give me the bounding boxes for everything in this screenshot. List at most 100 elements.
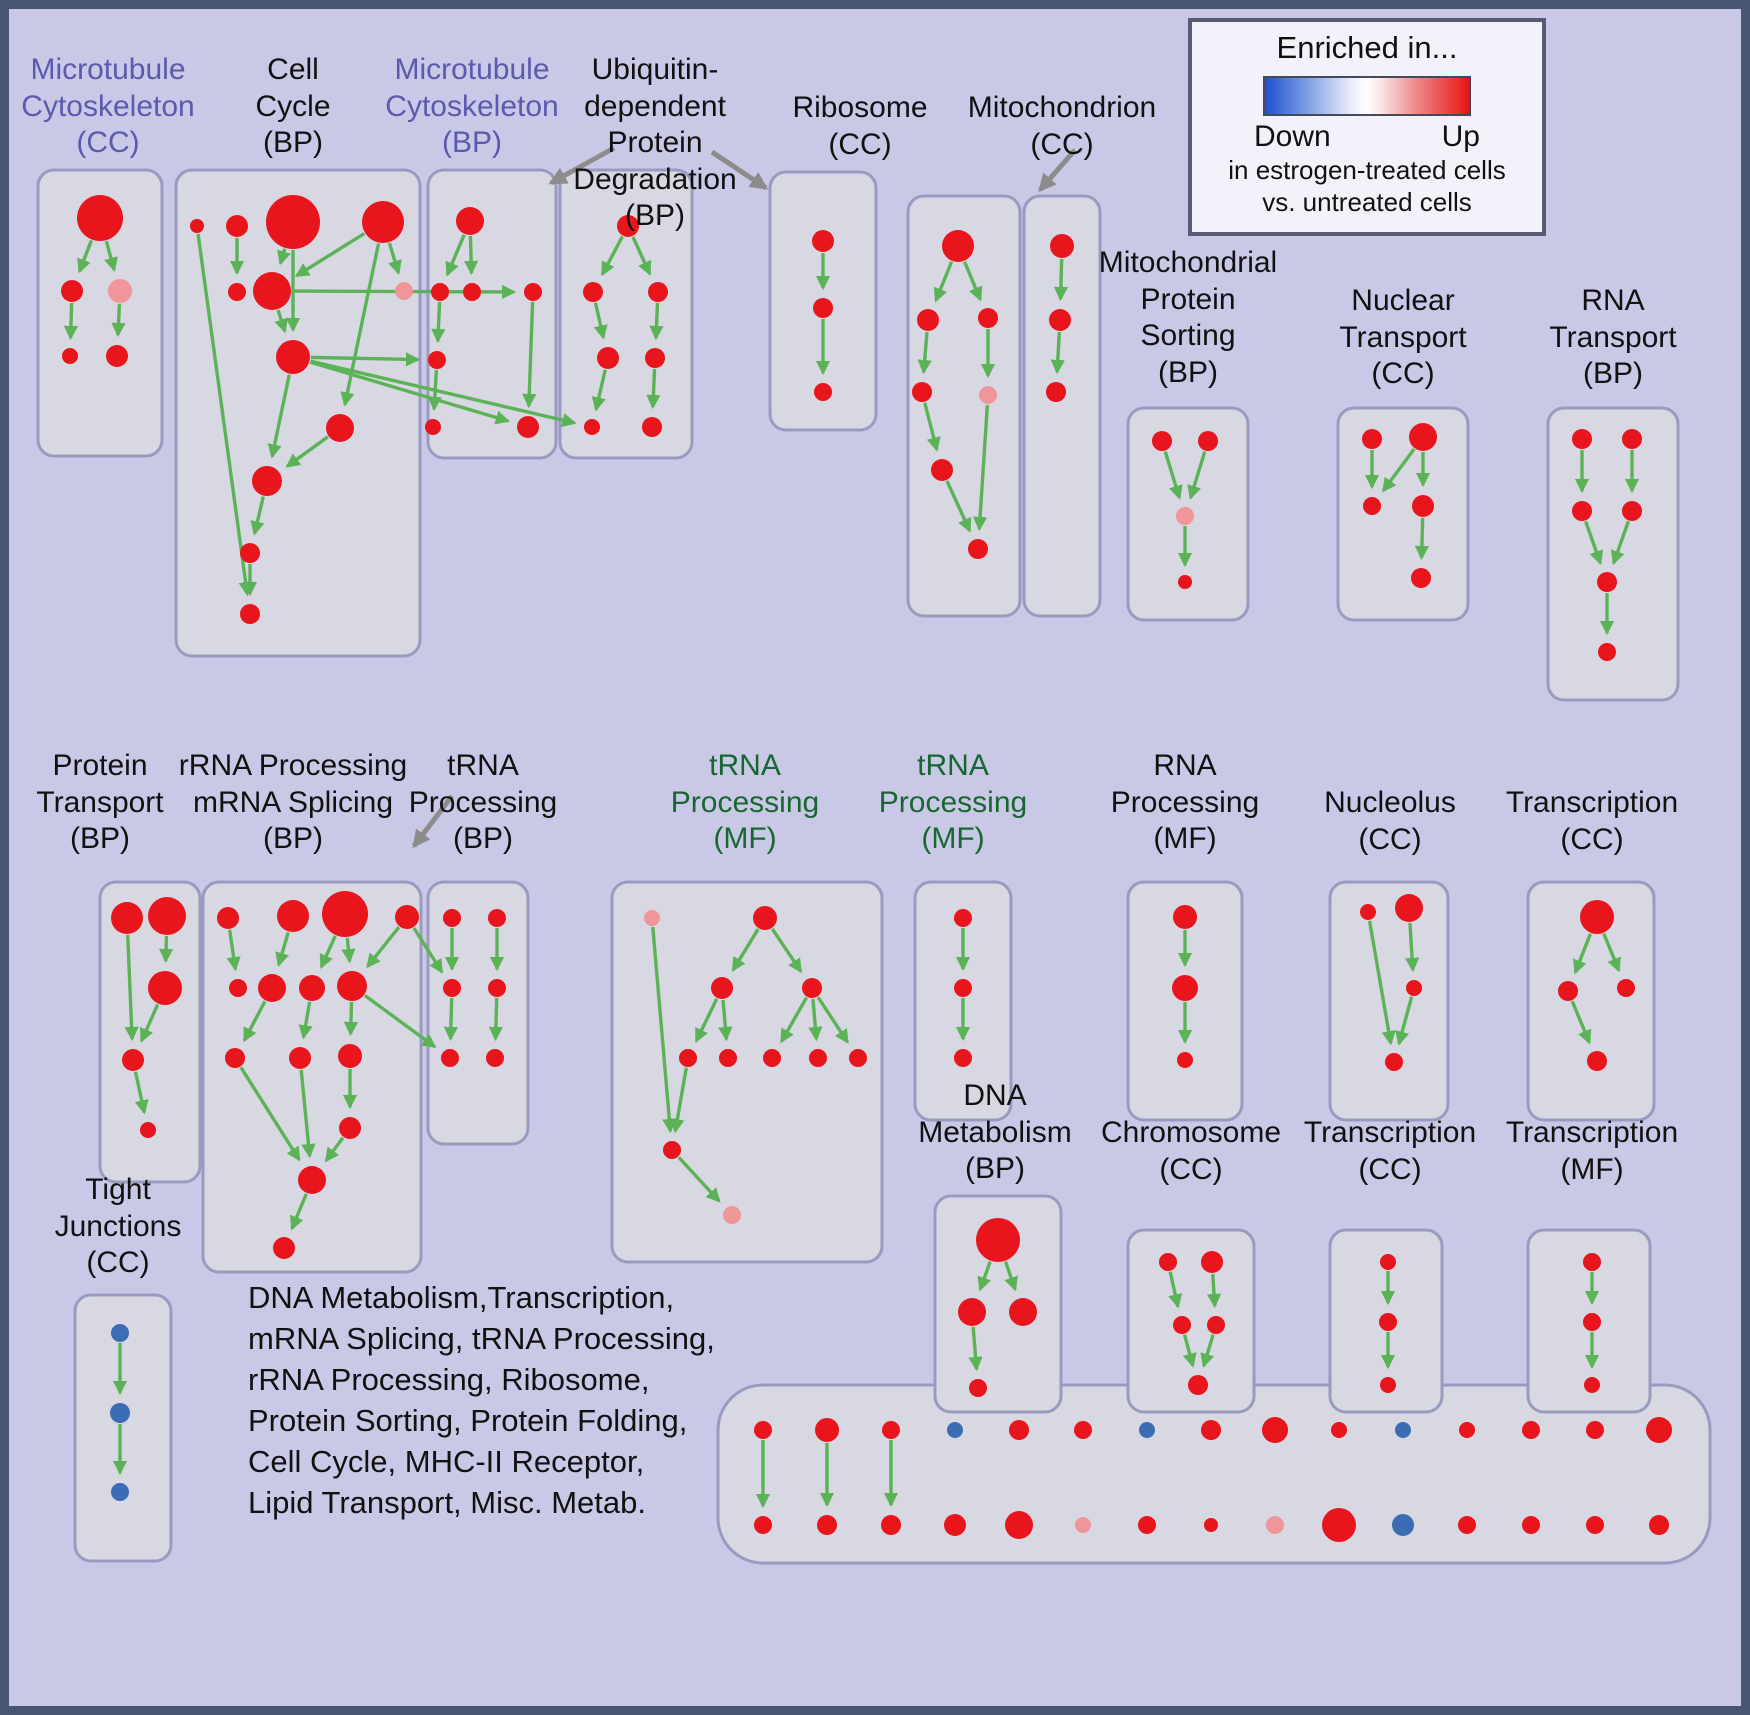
go-term-node-f1 [942,230,974,262]
edge-f4-f6 [923,402,941,452]
go-term-node-x14b [1586,1516,1604,1534]
edge-d2-d4 [593,302,608,340]
edge-a1-a2 [77,239,93,274]
go-term-node-a1 [77,195,123,241]
edge-a2-a4 [63,302,79,341]
cluster-box-rrna-mrna-bp [201,880,423,1274]
go-term-node-c6 [425,419,441,435]
go-term-node-x11t [1395,1422,1411,1438]
edge-g1-g2 [1053,258,1069,302]
legend-down-label: Down [1254,120,1331,153]
edge-b6-b8 [274,309,288,334]
go-term-node-i2 [1409,423,1437,451]
edge-b3-b6 [277,248,291,266]
go-term-node-e1 [812,230,834,252]
go-term-node-x10b [1322,1508,1356,1542]
go-term-node-n9 [849,1049,867,1067]
legend-subtitle-1: in estrogen-treated cells [1228,155,1506,185]
edge-f5-f7 [972,404,990,532]
edge-b8-b10 [267,374,291,459]
edge-l1-l5 [226,929,241,972]
go-term-node-v2 [1379,1313,1397,1331]
go-term-node-b10 [252,466,282,496]
go-term-node-t4 [969,1379,987,1397]
edge-d1-d2 [600,235,624,277]
edge-n4-n7 [779,996,809,1044]
cluster-box-chromosome-cc [1126,1228,1256,1414]
go-term-node-x11b [1392,1514,1414,1536]
go-term-node-i4 [1412,495,1434,517]
cluster-box-mitochondrion-cc [1022,194,1102,618]
legend-title: Enriched in... [1276,30,1458,65]
edge-t2-t4 [968,1326,983,1372]
cluster-box-transcription-cc-mid [1526,880,1656,1122]
go-term-node-x8b [1204,1518,1218,1532]
edge-b9-b10 [285,435,329,468]
go-term-node-g3 [1046,382,1066,402]
legend-axis-labels: Down Up [1192,120,1542,154]
cluster-box-trna-processing-mf-1 [610,880,884,1264]
go-term-node-l14 [273,1237,295,1259]
go-term-node-r1 [1580,900,1614,934]
edge-c2-c5 [431,301,446,344]
edge-l8-l11 [343,1001,359,1037]
go-term-node-b2 [226,215,248,237]
go-term-node-n8 [809,1049,827,1067]
edge-n2-n4 [770,927,803,974]
go-term-node-j2 [1622,429,1642,449]
edge-n2-n3 [731,928,760,972]
edge-l2-l6 [275,931,290,968]
edge-l8-m5 [363,994,437,1049]
go-term-node-l8 [337,971,367,1001]
go-term-node-x13t [1522,1421,1540,1439]
go-term-node-l7 [299,975,325,1001]
go-term-node-x12b [1458,1516,1476,1534]
go-term-node-t3 [1009,1298,1037,1326]
go-term-node-j3 [1572,501,1592,521]
go-term-node-n6 [719,1049,737,1067]
go-term-node-c5 [428,351,446,369]
edge-f1-f3 [962,261,983,302]
edges-layer [63,232,1640,1509]
go-term-node-c3 [463,283,481,301]
go-term-node-x12t [1459,1422,1475,1438]
edge-b8-c5 [310,352,421,367]
go-term-node-w2 [1583,1313,1601,1331]
go-term-node-x1t [754,1421,772,1439]
edge-j3-j5 [1584,520,1604,566]
edge-l4-m3 [412,927,444,974]
go-term-node-o1 [954,909,972,927]
go-term-node-m3 [443,979,461,997]
go-term-node-l4 [395,905,419,929]
go-term-node-d5 [645,348,665,368]
go-term-node-x5t [1009,1420,1029,1440]
edge-l7-l10 [298,1001,313,1040]
go-term-node-b3 [266,195,320,249]
go-term-node-n10 [663,1141,681,1159]
edge-d5-d7 [646,368,661,410]
edge-d4-d6 [591,369,607,412]
go-term-node-p2 [1172,975,1198,1001]
go-term-node-m5 [441,1049,459,1067]
go-term-node-p3 [1177,1052,1193,1068]
go-term-node-g2 [1049,309,1071,331]
edge-t1-t3 [1003,1261,1018,1292]
go-term-node-l6 [258,974,286,1002]
go-term-node-k1 [111,902,143,934]
go-term-node-h3 [1176,507,1194,525]
go-term-node-x4t [947,1422,963,1438]
go-term-node-x15t [1646,1417,1672,1443]
go-term-node-r3 [1617,979,1635,997]
go-term-node-x3t [882,1421,900,1439]
edge-d3-d5 [649,302,664,341]
annotation-arrows-layer [412,145,1077,849]
go-term-node-l2 [277,900,309,932]
go-term-node-f3 [978,308,998,328]
edge-n4-n8 [808,998,823,1042]
go-term-node-b8 [276,340,310,374]
edge-i4-i5 [1414,517,1430,561]
go-term-node-x5b [1005,1511,1033,1539]
go-term-node-x4b [944,1514,966,1536]
legend-box: Enriched in... Down Up in estrogen-treat… [1188,18,1546,236]
